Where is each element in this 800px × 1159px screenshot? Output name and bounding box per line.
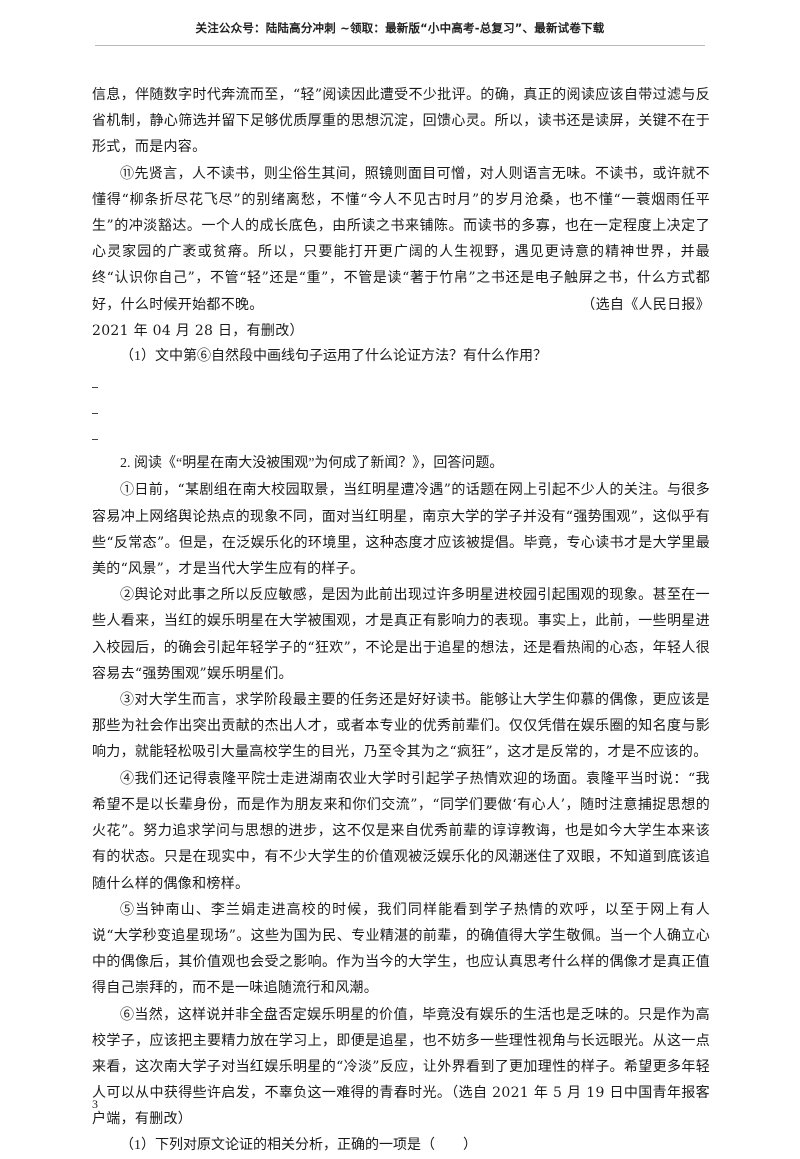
passage2-paragraph-4: ④我们还记得袁隆平院士走进湖南农业大学时引起学子热情欢迎的场面。袁隆平当时说：“… [92, 770, 710, 892]
passage2-paragraph-5: ⑤当钟南山、李兰娟走进高校的时候，我们同样能看到学子热情的欢呼，以至于网上有人说… [92, 901, 710, 997]
passage2-paragraph-2: ②舆论对此事之所以反应敏感，是因为此前出现过许多明星进校园引起围观的现象。甚至在… [92, 587, 710, 682]
passage1-source-block: （选自《人民日报》 2021 年 04 月 28 日，有删改） [92, 292, 710, 344]
header-divider [95, 45, 705, 46]
passage1-source-date: 2021 年 04 月 28 日，有删改） [92, 322, 304, 339]
page-header: 关注公众号：陆陆高分冲刺 ~领取：最新版“小中高考-总复习”、最新试卷下载 [195, 21, 605, 35]
passage1-question-1: （1）文中第⑥自然段中画线句子运用了什么论证方法？有什么作用？ [120, 349, 547, 365]
passage2-question-1: （1）下列对原文论证的相关分析，正确的一项是（ ） [120, 1137, 477, 1153]
answer-line-2[interactable] [92, 399, 710, 425]
passage2-paragraph-6: ⑥当然，这样说并非全盘否定娱乐明星的价值，毕竟没有娱乐的生活也是乏味的。只是作为… [92, 1006, 710, 1128]
page-number: 3 [92, 1097, 98, 1111]
passage2-intro: 2. 阅读《“明星在南大没被围观”为何成了新闻？》，回答问题。 [120, 456, 504, 472]
answer-line-1[interactable] [92, 373, 710, 399]
passage1-continued-paragraph: 信息，伴随数字时代奔流而至，“轻”阅读因此遭受不少批评。的确，真正的阅读应该自带… [92, 87, 710, 156]
passage2-paragraph-1: ①日前，“某剧组在南大校园取景，当红明星遭冷遇”的话题在网上引起不少人的关注。与… [92, 482, 710, 578]
passage1-source-right: （选自《人民日报》 [581, 296, 710, 313]
document-page: 关注公众号：陆陆高分冲刺 ~领取：最新版“小中高考-总复习”、最新试卷下载 信息… [92, 21, 710, 1153]
answer-line-3[interactable] [92, 425, 710, 451]
passage1-paragraph-11: ⑪先贤言，人不读书，则尘俗生其间，照镜则面目可憎，对人则语言无味。不读书，或许就… [92, 165, 710, 313]
document-body: 信息，伴随数字时代奔流而至，“轻”阅读因此遭受不少批评。的确，真正的阅读应该自带… [92, 82, 710, 1159]
passage2-paragraph-3: ③对大学生而言，求学阶段最主要的任务还是好好读书。能够让大学生仰慕的偶像，更应该… [92, 692, 710, 761]
